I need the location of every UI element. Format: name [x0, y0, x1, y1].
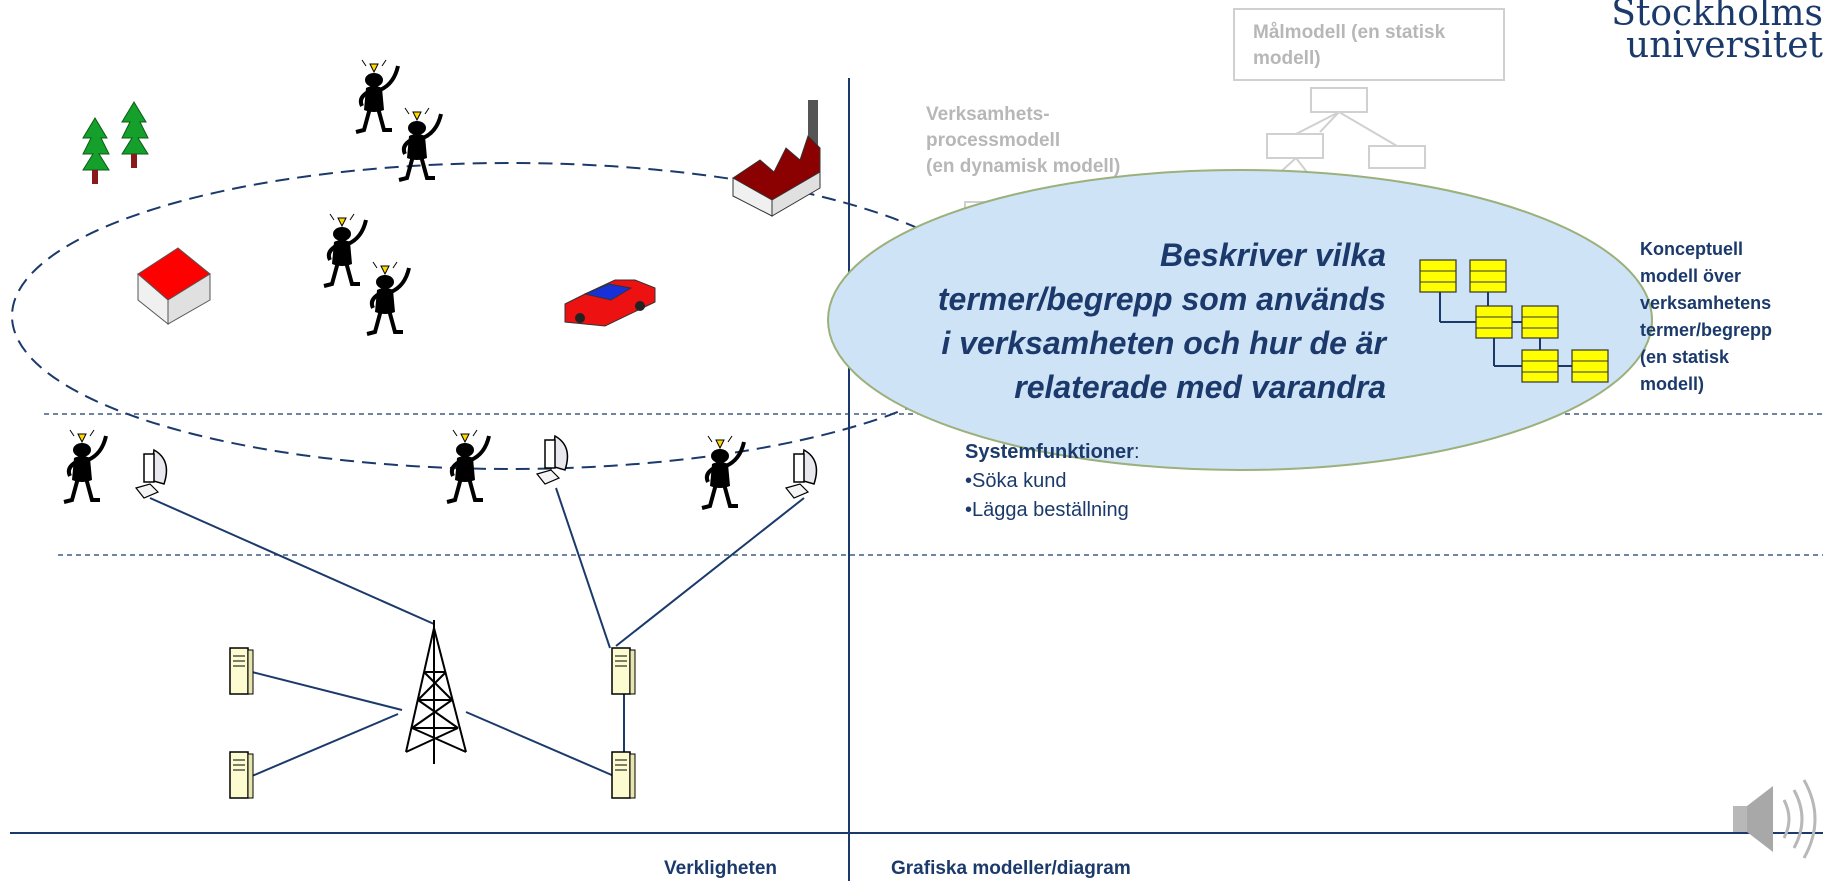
logo-line-2: universitet	[1626, 25, 1823, 66]
house-icon	[137, 247, 211, 326]
grafiska-modeller-label: Grafiska modeller/diagram	[891, 858, 1131, 879]
malmodell-box: Målmodell (en statisk modell)	[1233, 8, 1505, 81]
server-icon	[611, 647, 636, 695]
callout-description: Beskriver vilka termer/begrepp som använ…	[880, 233, 1386, 409]
factory-icon	[732, 100, 821, 217]
university-logo: Stockholms universitet	[1583, 0, 1823, 66]
concept-entity	[1469, 259, 1507, 293]
callout-line-1: Beskriver vilka	[1160, 237, 1386, 273]
server-icon	[229, 751, 254, 799]
concept-entity	[1521, 305, 1559, 339]
malmodell-label: Målmodell (en statisk modell)	[1253, 22, 1446, 69]
tree-icon	[82, 117, 110, 185]
concept-entity	[1419, 259, 1457, 293]
concept-entity	[1475, 305, 1513, 339]
system-functions-colon: :	[1133, 441, 1140, 463]
callout-line-3: i verksamheten och hur de är	[941, 325, 1386, 361]
person-icon	[354, 58, 400, 134]
system-functions: Systemfunktioner: •Söka kund •Lägga best…	[965, 438, 1140, 525]
computer-icon	[135, 449, 168, 499]
speaker-icon[interactable]	[1733, 779, 1817, 859]
person-icon	[62, 428, 108, 504]
person-icon	[397, 106, 443, 182]
callout-line-2: termer/begrepp som används	[937, 281, 1386, 317]
tree-icon	[121, 101, 149, 169]
verksamhets-line-3: (en dynamisk modell)	[926, 156, 1121, 177]
person-icon	[322, 212, 368, 288]
verksamhetsprocessmodell-label: Verksamhets- processmodell (en dynamisk …	[926, 102, 1186, 180]
server-icon	[229, 647, 254, 695]
logo-line-1: Stockholms	[1611, 0, 1823, 34]
callout-line-4: relaterade med varandra	[1014, 369, 1386, 405]
callout-ellipse	[827, 169, 1653, 471]
computer-icon	[536, 435, 569, 485]
person-icon	[365, 260, 411, 336]
system-function-item: •Söka kund	[965, 470, 1067, 492]
concept-model-diagram	[1419, 259, 1609, 383]
car-icon	[564, 279, 656, 327]
konceptuell-line-1: Konceptuell	[1640, 239, 1744, 259]
verksamhets-line-2: processmodell	[926, 130, 1061, 151]
concept-entity	[1571, 349, 1609, 383]
system-function-item: •Lägga beställning	[965, 499, 1129, 521]
server-icon	[611, 751, 636, 799]
konceptuell-line-5: (en statisk	[1640, 347, 1730, 367]
konceptuell-modell-label: Konceptuell modell över verksamhetens te…	[1640, 236, 1820, 398]
verksamhets-line-1: Verksamhets-	[926, 104, 1050, 125]
system-functions-title: Systemfunktioner	[965, 441, 1134, 463]
konceptuell-line-3: verksamhetens	[1640, 293, 1772, 313]
network-links	[149, 487, 805, 777]
computer-icon	[785, 449, 818, 499]
konceptuell-line-6: modell)	[1640, 374, 1705, 394]
verkligheten-label: Verkligheten	[664, 858, 777, 879]
antenna-tower-icon	[405, 620, 467, 764]
concept-entity	[1521, 349, 1559, 383]
person-icon	[700, 434, 746, 510]
person-icon	[445, 428, 491, 504]
konceptuell-line-2: modell över	[1640, 266, 1742, 286]
konceptuell-line-4: termer/begrepp	[1640, 320, 1773, 340]
